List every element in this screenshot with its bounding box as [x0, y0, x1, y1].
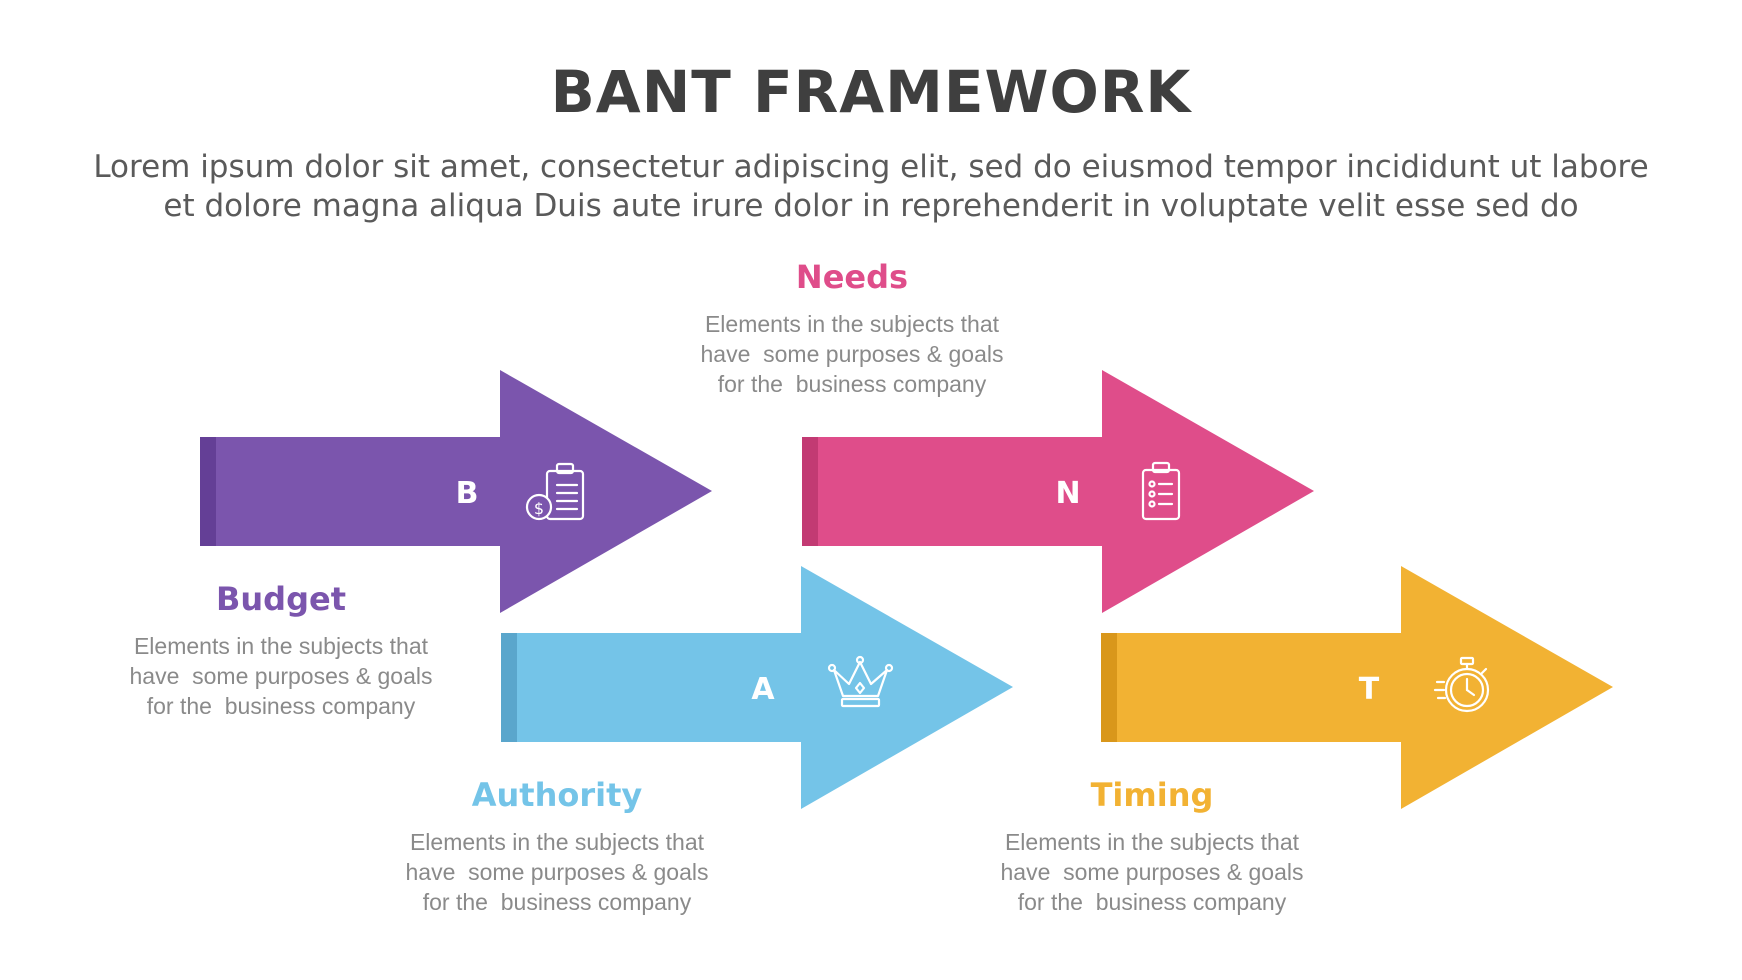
description-line: Elements in the subjects that: [704, 311, 1000, 337]
description-line: for the business company: [422, 889, 692, 915]
description-line: have some purposes & goals: [405, 859, 709, 885]
svg-text:$: $: [534, 499, 544, 518]
timing-title: Timing: [1090, 776, 1214, 814]
description-line: Elements in the subjects that: [1004, 829, 1300, 855]
description-line: for the business company: [146, 693, 416, 719]
needs-description: Elements in the subjects that have some …: [642, 309, 1062, 399]
subtitle-line: et dolore magna aliqua Duis aute irure d…: [163, 188, 1579, 224]
subtitle-line: Lorem ipsum dolor sit amet, consectetur …: [93, 149, 1649, 185]
page-title: BANT FRAMEWORK: [550, 58, 1192, 126]
timing-arrow: T: [1101, 566, 1613, 809]
description-line: for the business company: [1017, 889, 1287, 915]
checklist-clipboard-icon: [1141, 461, 1181, 521]
timing-letter: T: [1359, 672, 1380, 707]
authority-title: Authority: [471, 776, 643, 814]
authority-description: Elements in the subjects that have some …: [347, 827, 767, 917]
budget-arrow-shape: [200, 370, 712, 613]
description-line: Elements in the subjects that: [409, 829, 705, 855]
stopwatch-icon: [1433, 656, 1490, 713]
needs-arrow-edge: [802, 437, 818, 546]
budget-letter: B: [456, 476, 479, 511]
authority-arrow-edge: [501, 633, 517, 742]
timing-arrow-shape: [1101, 566, 1613, 809]
description-line: for the business company: [717, 371, 987, 397]
budget-description: Elements in the subjects that have some …: [71, 631, 491, 721]
needs-title: Needs: [795, 258, 909, 296]
page-subtitle: Lorem ipsum dolor sit amet, consectetur …: [60, 148, 1682, 226]
timing-arrow-edge: [1101, 633, 1117, 742]
description-line: have some purposes & goals: [1000, 859, 1304, 885]
crown-icon: [827, 655, 894, 708]
budget-arrow: B $: [200, 370, 712, 613]
clipboard-dollar-icon: $: [525, 462, 585, 521]
description-line: have some purposes & goals: [700, 341, 1004, 367]
budget-title: Budget: [216, 580, 346, 618]
needs-arrow: N: [802, 370, 1314, 613]
budget-arrow-edge: [200, 437, 216, 546]
description-line: Elements in the subjects that: [133, 633, 429, 659]
authority-letter: A: [751, 672, 775, 707]
needs-arrow-shape: [802, 370, 1314, 613]
timing-description: Elements in the subjects that have some …: [942, 827, 1362, 917]
authority-arrow-shape: [501, 566, 1013, 809]
description-line: have some purposes & goals: [129, 663, 433, 689]
needs-letter: N: [1055, 476, 1080, 511]
authority-arrow: A: [501, 566, 1013, 809]
